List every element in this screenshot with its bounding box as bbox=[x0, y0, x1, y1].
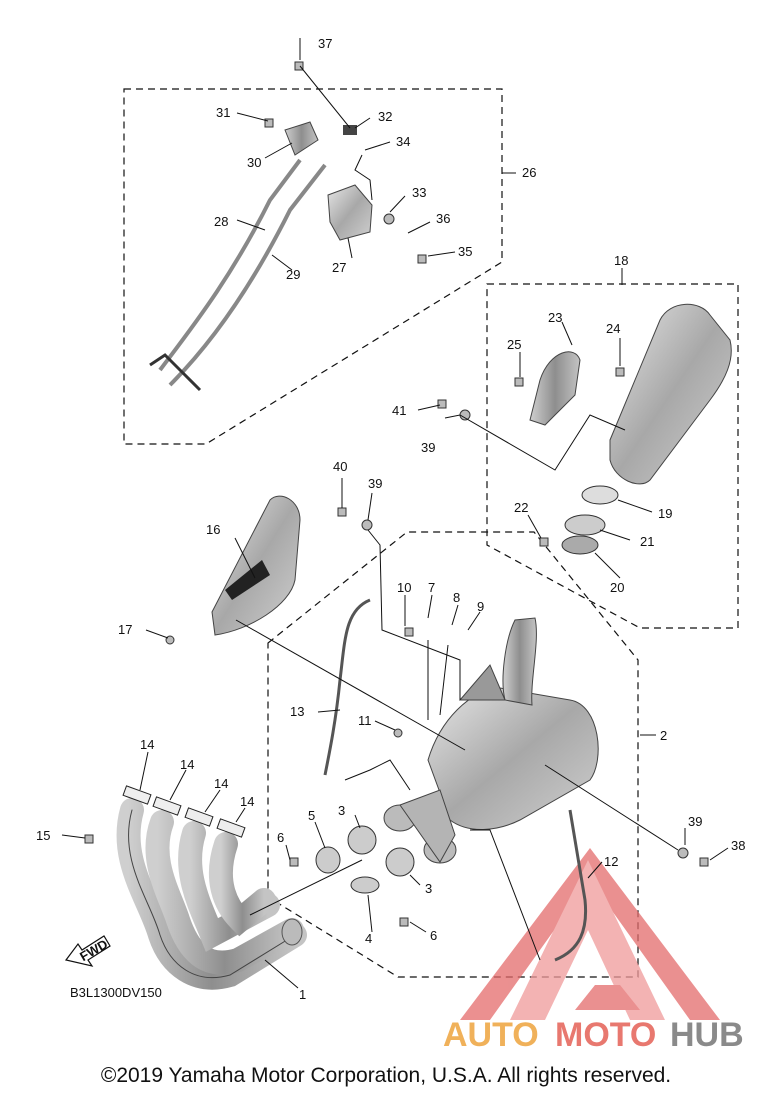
callout-numbers: 37 32 34 33 36 35 31 30 28 29 27 26 18 2… bbox=[36, 36, 745, 1002]
callout-28: 28 bbox=[214, 214, 228, 229]
callout-6-right: 6 bbox=[430, 928, 437, 943]
diagram-code: B3L1300DV150 bbox=[70, 985, 162, 1000]
callout-18: 18 bbox=[614, 253, 628, 268]
copyright-notice: ©2019 Yamaha Motor Corporation, U.S.A. A… bbox=[100, 1064, 672, 1087]
callout-29: 29 bbox=[286, 267, 300, 282]
fasteners bbox=[84, 61, 709, 927]
callout-39-mid: 39 bbox=[368, 476, 382, 491]
callout-7: 7 bbox=[428, 580, 435, 595]
callout-15: 15 bbox=[36, 828, 50, 843]
watermark-hub: HUB bbox=[670, 1016, 744, 1054]
callout-9: 9 bbox=[477, 599, 484, 614]
watermark-logo bbox=[460, 848, 720, 1020]
callout-22: 22 bbox=[514, 500, 528, 515]
callout-39-right: 39 bbox=[688, 814, 702, 829]
callout-36: 36 bbox=[436, 211, 450, 226]
muffler-group-border bbox=[486, 283, 739, 629]
heat-protector bbox=[211, 495, 301, 636]
callout-13: 13 bbox=[290, 704, 304, 719]
callout-37: 37 bbox=[318, 36, 332, 51]
servo-group-border bbox=[123, 88, 503, 445]
callout-17: 17 bbox=[118, 622, 132, 637]
callout-21: 21 bbox=[640, 534, 654, 549]
callout-40: 40 bbox=[333, 459, 347, 474]
muffler-end-can bbox=[529, 303, 732, 555]
callout-27: 27 bbox=[332, 260, 346, 275]
callout-19: 19 bbox=[658, 506, 672, 521]
clamps bbox=[315, 825, 415, 894]
callout-14-d: 14 bbox=[240, 794, 254, 809]
silencer-body bbox=[383, 617, 599, 864]
callout-5: 5 bbox=[308, 808, 315, 823]
callout-39-upper: 39 bbox=[421, 440, 435, 455]
callout-30: 30 bbox=[247, 155, 261, 170]
callout-32: 32 bbox=[378, 109, 392, 124]
callout-11: 11 bbox=[358, 713, 372, 728]
callout-6-left: 6 bbox=[277, 830, 284, 845]
callout-14-b: 14 bbox=[180, 757, 194, 772]
callout-38: 38 bbox=[731, 838, 745, 853]
silencer-assembly-border bbox=[267, 531, 639, 978]
callout-25: 25 bbox=[507, 337, 521, 352]
callout-35: 35 bbox=[458, 244, 472, 259]
leader-lines bbox=[61, 38, 729, 989]
exhaust-header-pipes bbox=[116, 798, 307, 990]
o2-sensors bbox=[323, 598, 588, 962]
callout-3-lower: 3 bbox=[425, 881, 432, 896]
watermark-text: AUTO MOTO HUB bbox=[443, 1016, 744, 1054]
callout-14-c: 14 bbox=[214, 776, 228, 791]
callout-20: 20 bbox=[610, 580, 624, 595]
callout-14-a: 14 bbox=[140, 737, 154, 752]
callout-4: 4 bbox=[365, 931, 372, 946]
callout-23: 23 bbox=[548, 310, 562, 325]
watermark-auto: AUTO bbox=[443, 1016, 539, 1054]
callout-8: 8 bbox=[453, 590, 460, 605]
callout-10: 10 bbox=[397, 580, 411, 595]
callout-16: 16 bbox=[206, 522, 220, 537]
gaskets bbox=[122, 785, 246, 838]
callout-12: 12 bbox=[604, 854, 618, 869]
callout-41: 41 bbox=[392, 403, 406, 418]
watermark-moto: MOTO bbox=[555, 1016, 656, 1054]
callout-31: 31 bbox=[216, 105, 230, 120]
callout-33: 33 bbox=[412, 185, 426, 200]
fwd-arrow: FWD bbox=[64, 935, 111, 967]
callout-1: 1 bbox=[299, 987, 306, 1002]
exhaust-servo bbox=[149, 121, 373, 392]
callout-34: 34 bbox=[396, 134, 410, 149]
callout-2: 2 bbox=[660, 728, 667, 743]
callout-3-upper: 3 bbox=[338, 803, 345, 818]
callout-26: 26 bbox=[522, 165, 536, 180]
callout-24: 24 bbox=[606, 321, 620, 336]
